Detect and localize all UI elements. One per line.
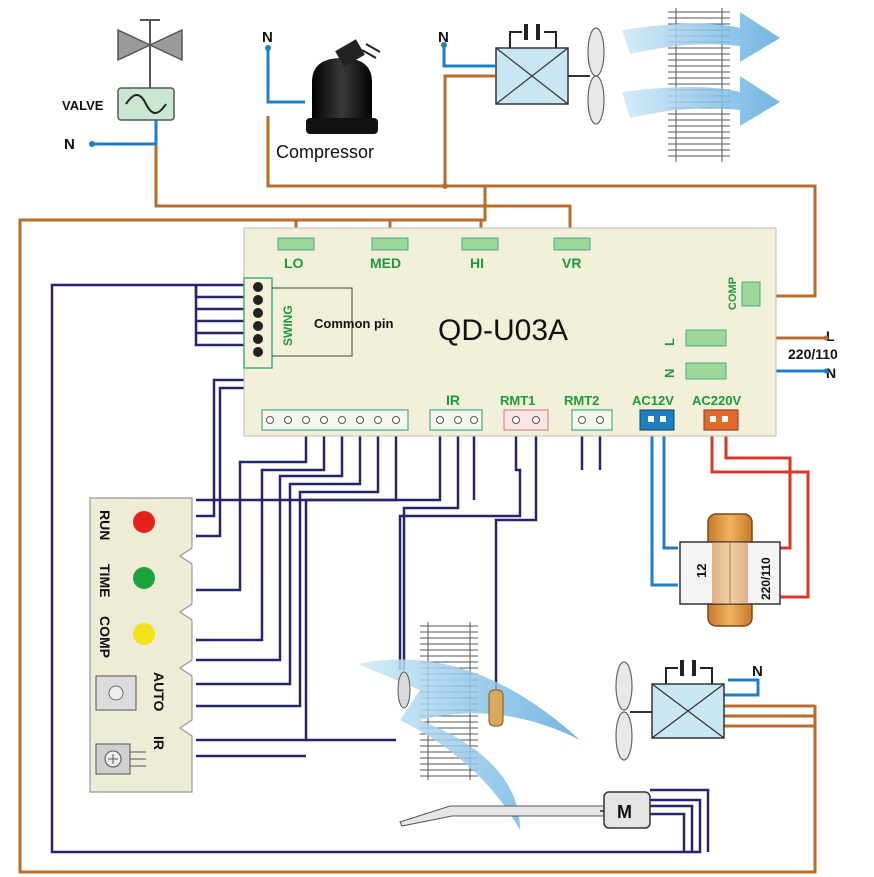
board-model: QD-U03A xyxy=(438,314,568,347)
display-panel xyxy=(89,497,193,793)
time-label: TIME xyxy=(97,564,113,597)
fan-neutral-label: N xyxy=(438,29,449,46)
auto-label: AUTO xyxy=(151,672,167,712)
valve-icon xyxy=(117,19,183,121)
run-led xyxy=(133,511,155,533)
ac220v-label: AC220V xyxy=(692,393,741,408)
rmt2-connector xyxy=(571,409,613,431)
transformer-primary-label: 220/110 xyxy=(759,557,773,600)
thermistor-icon xyxy=(488,689,504,727)
rmt2-label: RMT2 xyxy=(564,393,599,408)
motor-icon xyxy=(603,791,651,829)
mains-voltage-label: 220/110 xyxy=(788,346,838,362)
rmt1-label: RMT1 xyxy=(500,393,535,408)
common-pin-bracket xyxy=(272,287,353,357)
ir-receiver-icon xyxy=(95,743,146,775)
transformer-icon xyxy=(679,513,781,627)
swing-pins xyxy=(253,282,263,357)
comp-connector-label: COMP xyxy=(727,277,739,310)
louver-icon xyxy=(399,805,610,827)
motor-label: M xyxy=(617,802,632,822)
compressor-label: Compressor xyxy=(276,142,374,162)
ac12v-pins xyxy=(648,416,666,422)
comp-connector xyxy=(741,281,761,307)
l-connector xyxy=(685,329,727,347)
display-connector-pins xyxy=(266,416,400,424)
lo-label: LO xyxy=(284,255,304,271)
compressor-icon xyxy=(306,39,381,134)
mains-n-label: N xyxy=(826,365,836,381)
time-led xyxy=(133,567,155,589)
valve-neutral-label: N xyxy=(64,136,75,153)
fan-speed-connectors xyxy=(277,237,591,251)
swing-label: SWING xyxy=(281,305,295,346)
common-pin-label: Common pin xyxy=(314,316,393,331)
l-connector-label: L xyxy=(662,338,677,346)
fan-icon xyxy=(495,24,605,125)
fan-icon xyxy=(615,660,725,761)
indoor-fan-neutral-label: N xyxy=(752,663,763,680)
n-connector-label: N xyxy=(662,369,677,378)
run-label: RUN xyxy=(97,510,113,540)
transformer-secondary-label: 12 xyxy=(694,564,709,578)
rmt2-connector-pins xyxy=(578,416,604,424)
wire-terminal xyxy=(265,45,271,51)
ac220v-connector xyxy=(703,409,739,431)
med-label: MED xyxy=(370,255,401,271)
ir-connector-label: IR xyxy=(446,392,460,408)
ac220v-pins xyxy=(710,416,728,422)
ac12v-label: AC12V xyxy=(632,393,674,408)
wire-terminal xyxy=(89,141,95,147)
ir-connector-pins xyxy=(436,416,478,424)
comp-panel-label: COMP xyxy=(97,616,113,658)
display-connector xyxy=(261,409,409,431)
ac12v-connector xyxy=(639,409,675,431)
wire-junction xyxy=(442,183,448,189)
compressor-neutral-label: N xyxy=(262,29,273,46)
navy-wiring xyxy=(50,283,710,854)
n-connector xyxy=(685,362,727,380)
rmt1-connector xyxy=(503,409,549,431)
airflow-arrow-icon xyxy=(358,659,580,830)
wire-terminal xyxy=(441,42,447,48)
rmt1-connector-pins xyxy=(512,416,540,424)
red-wiring xyxy=(710,430,810,599)
comp-led xyxy=(133,623,155,645)
wire-terminal xyxy=(823,335,829,341)
auto-button-knob xyxy=(108,685,124,701)
mains-l-label: L xyxy=(826,328,835,344)
auto-button[interactable] xyxy=(95,675,137,711)
thermistor-icon xyxy=(397,671,411,709)
hi-label: HI xyxy=(470,255,484,271)
vr-label: VR xyxy=(562,255,581,271)
ir-panel-label: IR xyxy=(151,736,167,750)
valve-label: VALVE xyxy=(62,98,104,113)
wire-terminal xyxy=(823,368,829,374)
airflow-arrow-icon xyxy=(622,12,780,126)
